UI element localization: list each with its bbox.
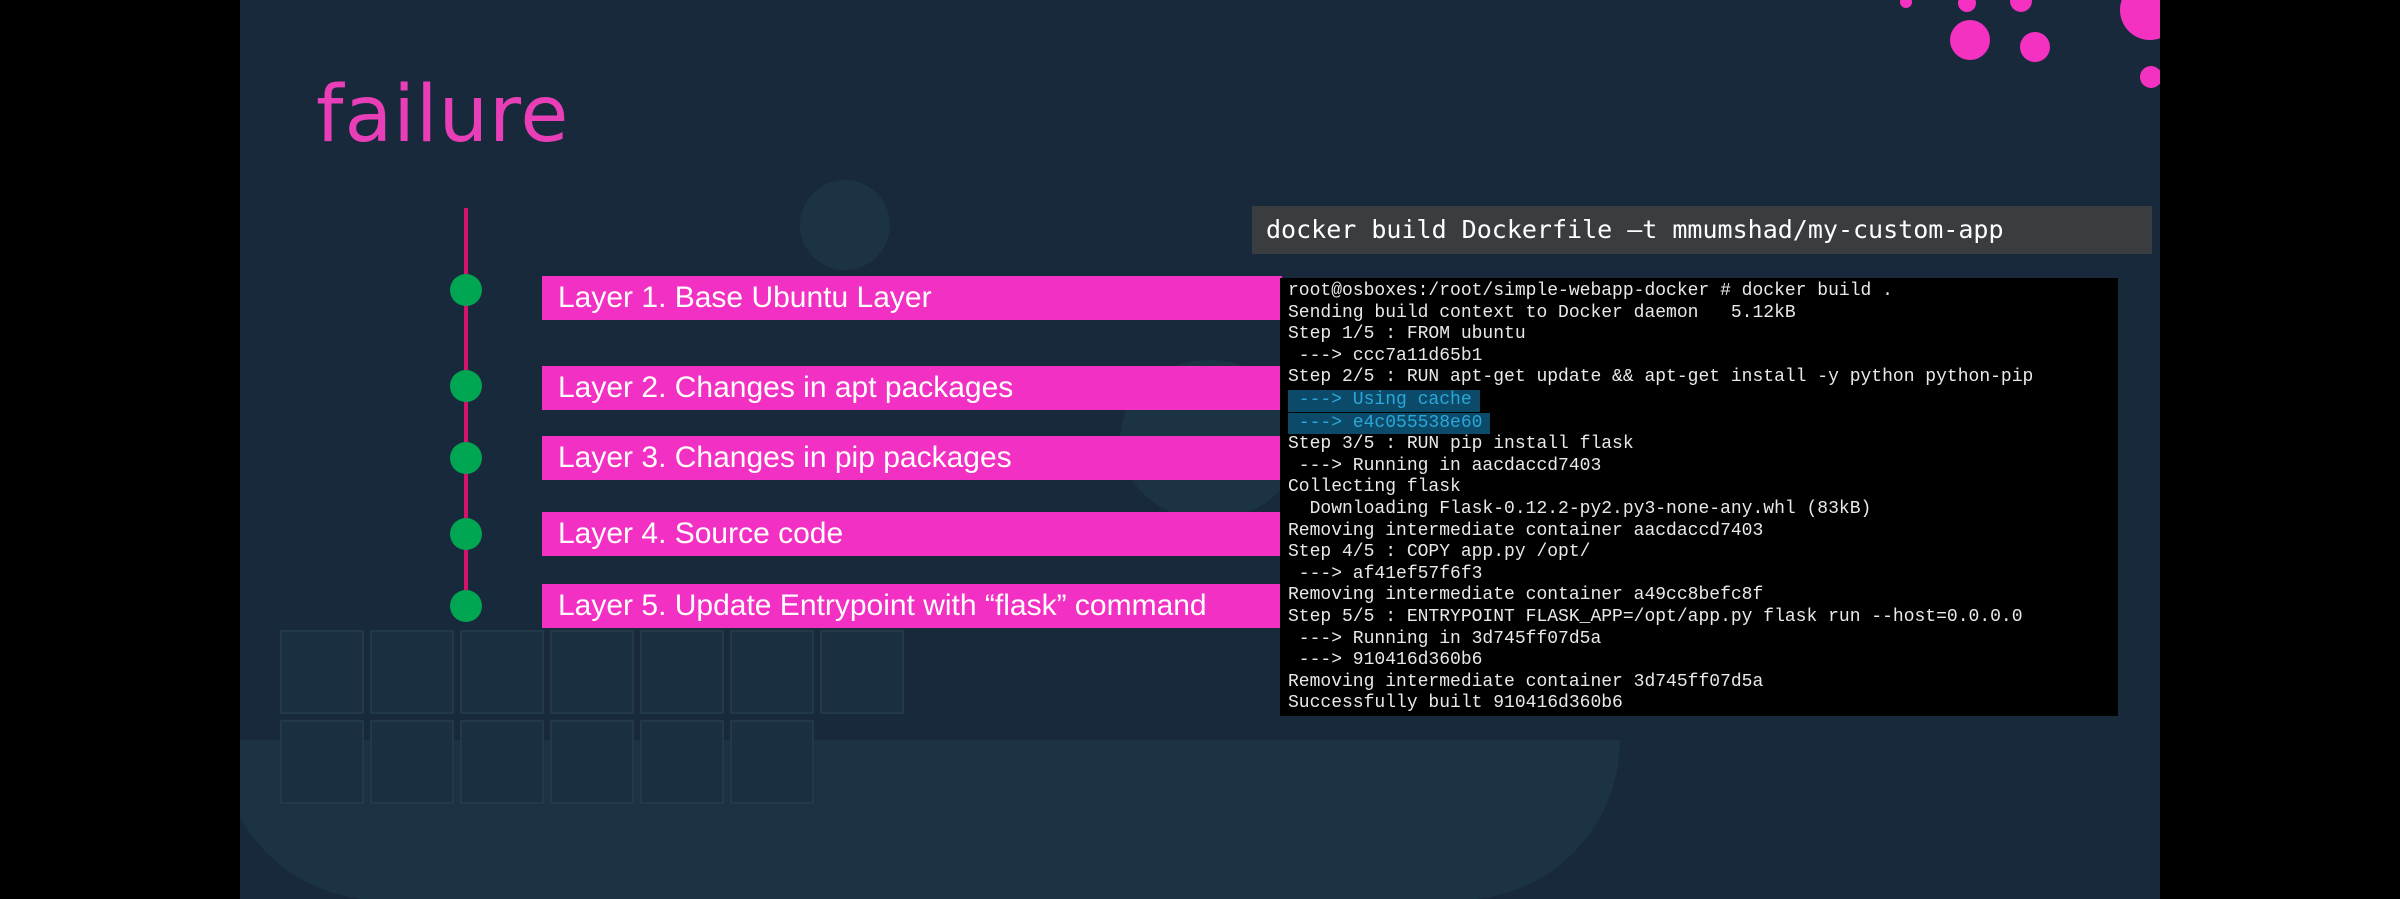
layer-label-1: Layer 1. Base Ubuntu Layer: [542, 276, 1282, 320]
terminal-output: root@osboxes:/root/simple-webapp-docker …: [1280, 278, 2118, 716]
slide-title: failure: [316, 70, 570, 160]
terminal-line: Step 1/5 : FROM ubuntu: [1288, 324, 1526, 345]
terminal-line: ---> af41ef57f6f3: [1288, 563, 1483, 584]
timeline-line: [464, 208, 468, 608]
layer-node-5: [450, 590, 482, 622]
terminal-line: Step 3/5 : RUN pip install flask: [1288, 434, 1634, 455]
terminal-line: Collecting flask: [1288, 477, 1461, 498]
layer-node-4: [450, 518, 482, 550]
layer-label-3: Layer 3. Changes in pip packages: [542, 436, 1282, 480]
terminal-line: ---> 910416d360b6: [1288, 650, 1483, 671]
layer-label-5: Layer 5. Update Entrypoint with “flask” …: [542, 584, 1282, 628]
terminal-line: Step 5/5 : ENTRYPOINT FLASK_APP=/opt/app…: [1288, 606, 2023, 627]
terminal-line-cache-highlight: ---> e4c055538e60: [1288, 412, 1491, 435]
layer-node-2: [450, 370, 482, 402]
command-bar: docker build Dockerfile –t mmumshad/my-c…: [1252, 206, 2152, 254]
terminal-line: Sending build context to Docker daemon 5…: [1288, 302, 1796, 323]
terminal-line: Removing intermediate container aacdaccd…: [1288, 520, 1764, 541]
terminal-line: Step 4/5 : COPY app.py /opt/: [1288, 542, 1591, 563]
terminal-line: Removing intermediate container 3d745ff0…: [1288, 671, 1764, 692]
terminal-line: Step 2/5 : RUN apt-get update && apt-get…: [1288, 367, 2034, 388]
terminal-line: Removing intermediate container a49cc8be…: [1288, 585, 1764, 606]
layer-label-4: Layer 4. Source code: [542, 512, 1282, 556]
layer-label-2: Layer 2. Changes in apt packages: [542, 366, 1282, 410]
terminal-line: ---> Running in aacdaccd7403: [1288, 455, 1602, 476]
terminal-line: root@osboxes:/root/simple-webapp-docker …: [1288, 281, 1893, 301]
terminal-line-cache-highlight: ---> Using cache: [1288, 389, 1480, 412]
slide: failure Layer 1. Base Ubuntu Layer Layer…: [240, 0, 2160, 899]
terminal-line: ---> ccc7a11d65b1: [1288, 345, 1483, 366]
layer-node-1: [450, 274, 482, 306]
terminal-line: Successfully built 910416d360b6: [1288, 693, 1623, 714]
terminal-line: Downloading Flask-0.12.2-py2.py3-none-an…: [1288, 498, 1872, 519]
terminal-line: ---> Running in 3d745ff07d5a: [1288, 628, 1602, 649]
layer-node-3: [450, 442, 482, 474]
